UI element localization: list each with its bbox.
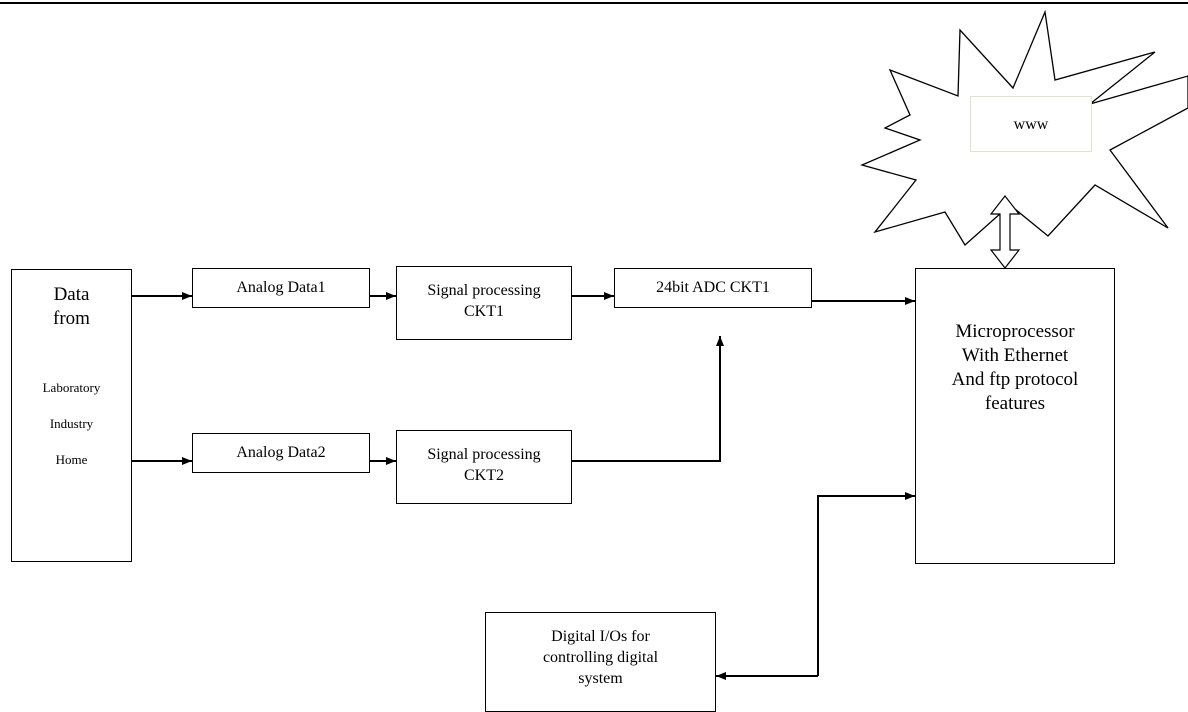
microprocessor-line-3: And ftp protocol (951, 369, 1079, 390)
source-item-laboratory: Laboratory (42, 380, 101, 395)
source-item-industry: Industry (49, 416, 94, 431)
arrow-sp2-to-adc (572, 336, 724, 462)
microprocessor-line-4: features (984, 393, 1046, 414)
microprocessor-box: Microprocessor With Ethernet And ftp pro… (915, 268, 1115, 564)
analog-data-2-box: Analog Data2 (192, 433, 370, 473)
analog-data-1-label: Analog Data1 (236, 279, 326, 296)
signal-processing-1-box: Signal processing CKT1 (396, 266, 572, 340)
arrow-io-to-mcu (817, 492, 915, 676)
analog-data-2-label: Analog Data2 (236, 444, 326, 461)
digital-io-box: Digital I/Os for controlling digital sys… (485, 612, 716, 712)
microprocessor-line-1: Microprocessor (955, 321, 1075, 342)
signal-processing-1-line-1: Signal processing (427, 282, 541, 299)
adc-box: 24bit ADC CKT1 (614, 268, 812, 308)
signal-processing-1-line-2: CKT1 (464, 303, 504, 320)
analog-data-1-box: Analog Data1 (192, 268, 370, 308)
digital-io-line-3: system (578, 670, 623, 687)
microprocessor-line-2: With Ethernet (961, 345, 1069, 366)
source-item-home: Home (55, 452, 88, 467)
source-title-line-1: Data (53, 284, 90, 305)
source-title-line-2: from (53, 308, 90, 329)
digital-io-line-1: Digital I/Os for (551, 628, 650, 645)
data-source-box: Data from Laboratory Industry Home (11, 269, 132, 562)
adc-label: 24bit ADC CKT1 (656, 279, 770, 296)
signal-processing-2-line-1: Signal processing (427, 446, 541, 463)
digital-io-line-2: controlling digital (542, 649, 659, 666)
signal-processing-2-box: Signal processing CKT2 (396, 430, 572, 504)
www-label: www (1013, 116, 1049, 133)
signal-processing-2-line-2: CKT2 (464, 467, 504, 484)
www-label-box: www (970, 96, 1092, 152)
